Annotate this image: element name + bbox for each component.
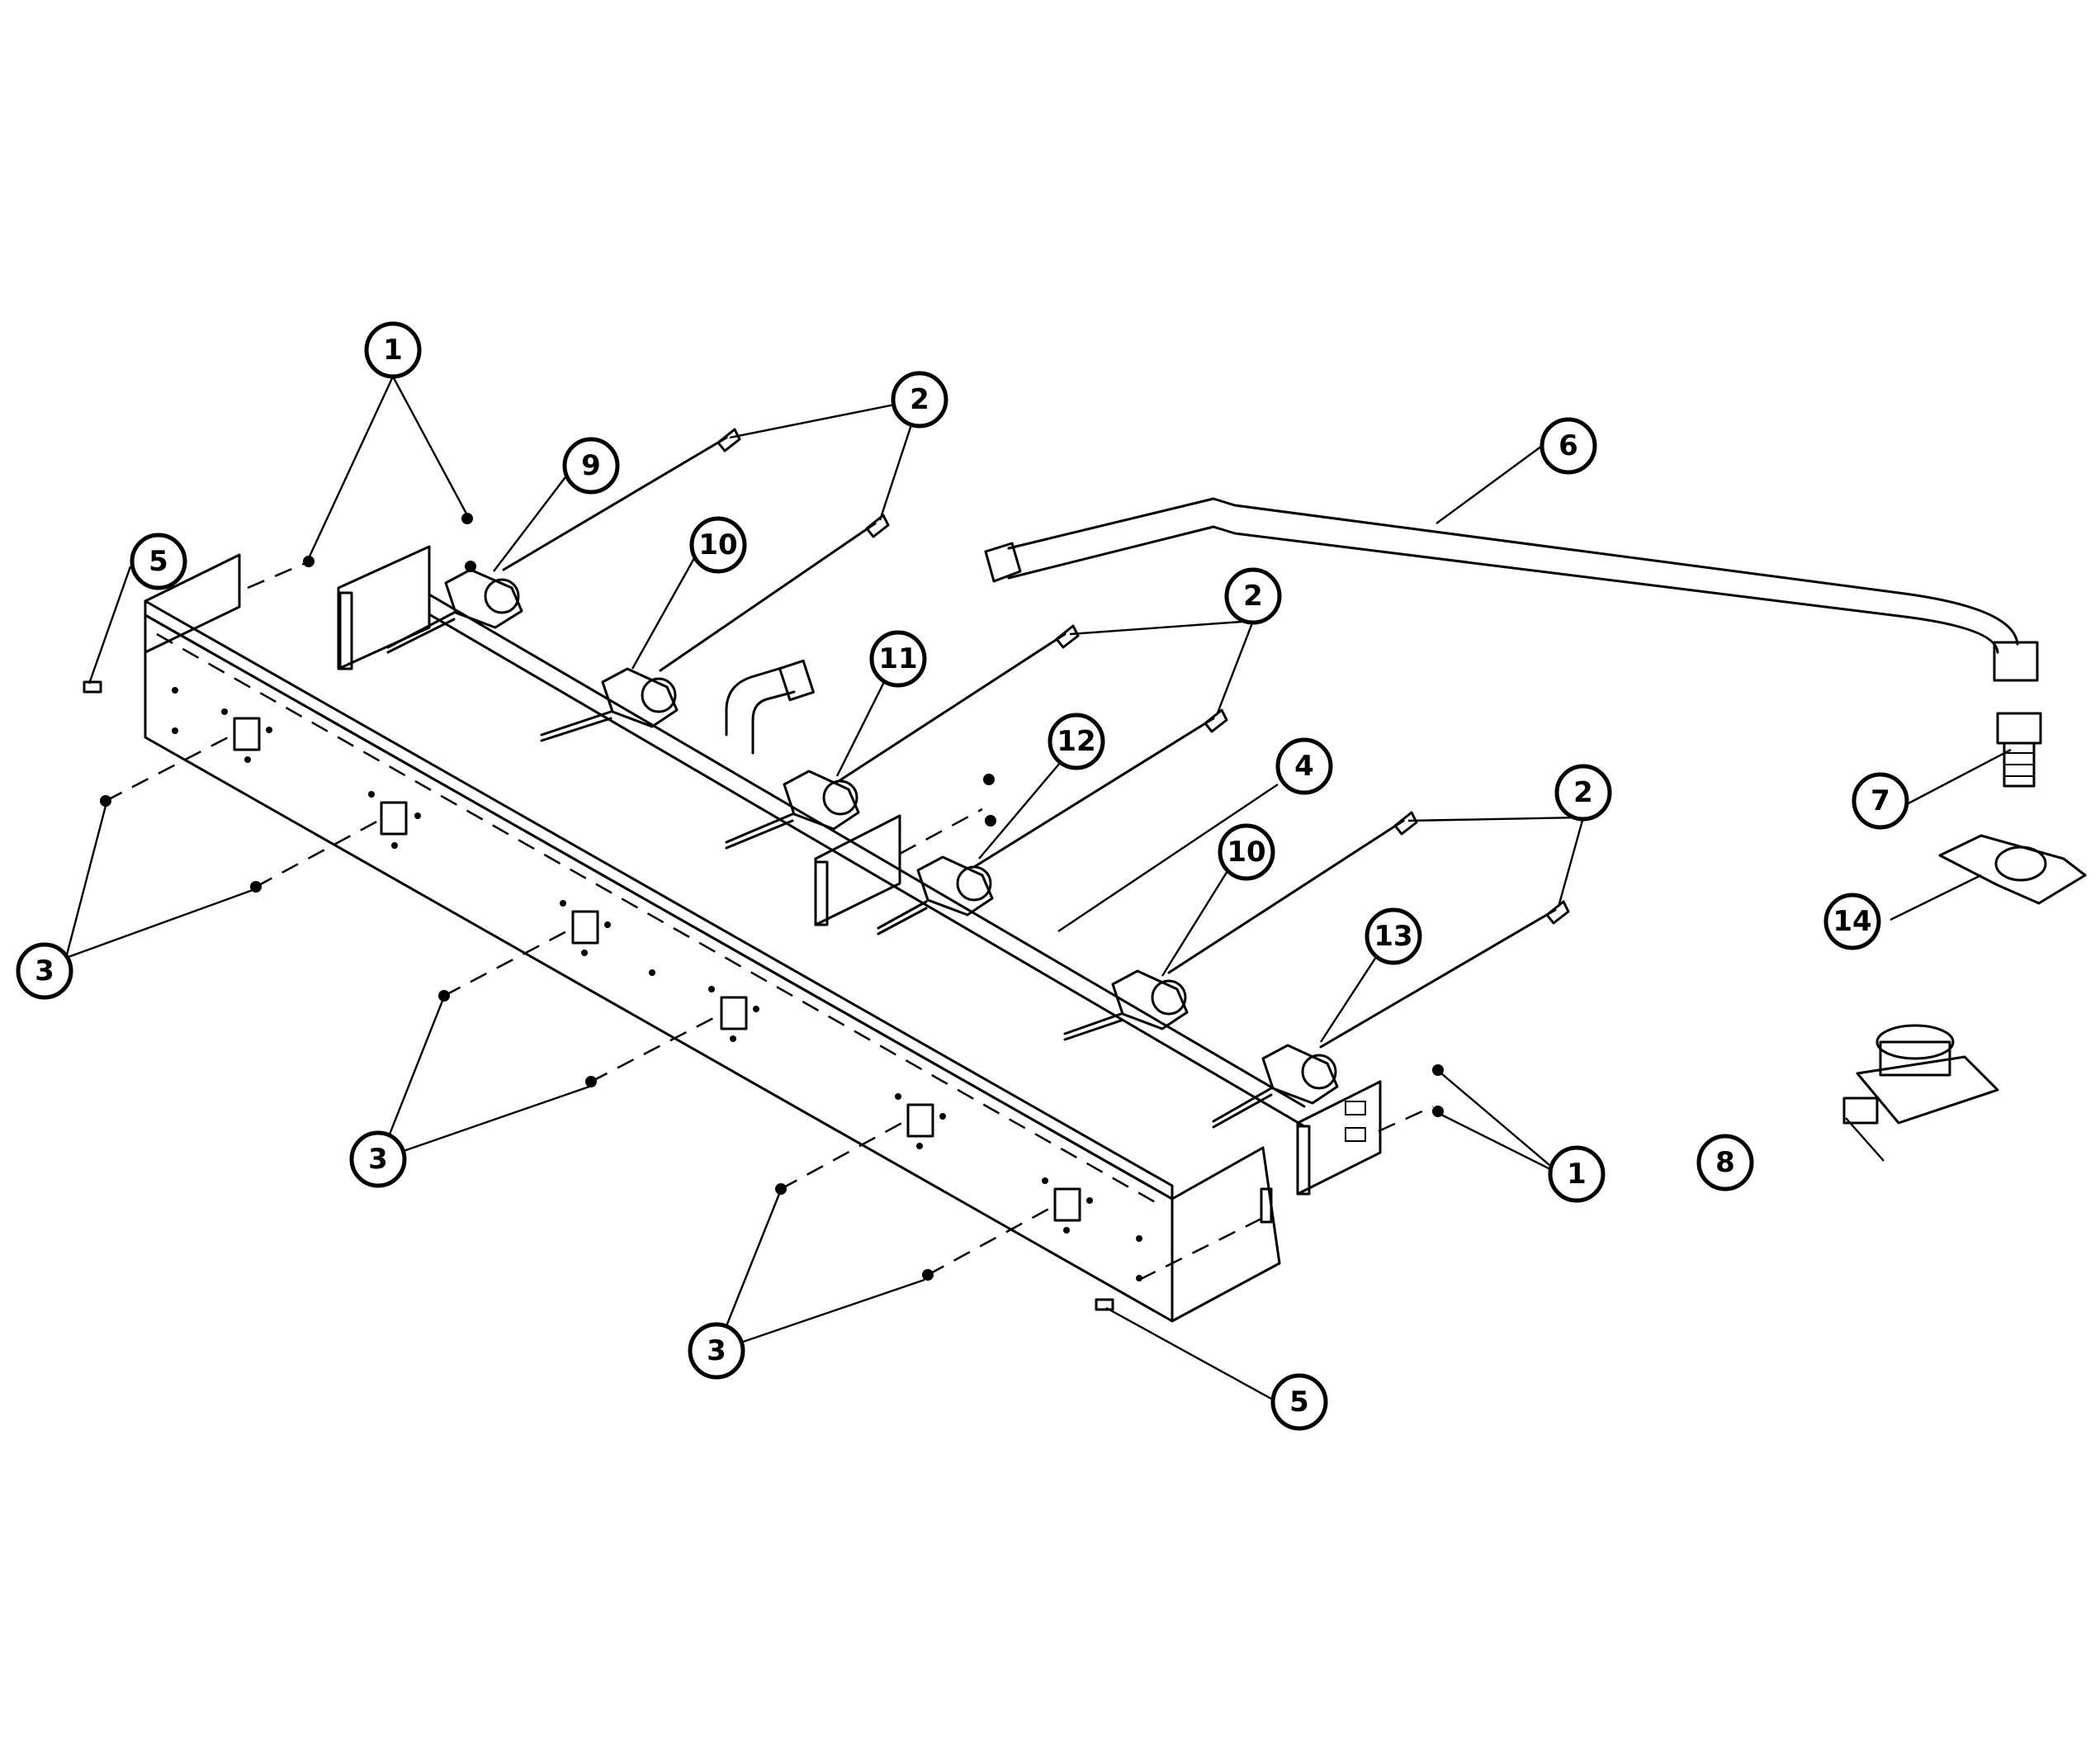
callout-3-left: 3 [16, 942, 73, 1000]
svg-text:10: 10 [698, 528, 737, 561]
callout-5-left: 5 [130, 533, 187, 590]
callout-3-middle: 3 [349, 1130, 407, 1188]
callout-10-upper: 10 [689, 516, 747, 574]
flex-hose [984, 497, 2039, 682]
callout-13: 13 [1365, 907, 1422, 965]
callout-7: 7 [1852, 772, 1909, 830]
callout-2-middle: 2 [1224, 567, 1282, 625]
valve-13 [1212, 1044, 1339, 1129]
svg-text:5: 5 [149, 545, 168, 578]
svg-text:3: 3 [368, 1143, 388, 1176]
pressure-regulator [1842, 1024, 1999, 1125]
elbow-fitting [725, 659, 815, 755]
leader-lines [64, 376, 2012, 1400]
svg-text:4: 4 [1294, 750, 1314, 783]
front-panel [144, 553, 1281, 1323]
locator-lines [105, 561, 1434, 1281]
valve-10-lower [1063, 969, 1189, 1041]
callout-6: 6 [1540, 417, 1597, 475]
svg-text:11: 11 [878, 642, 917, 675]
svg-text:9: 9 [581, 449, 601, 482]
callout-8: 8 [1696, 1134, 1754, 1191]
manifold-brackets [337, 545, 1382, 1196]
igniter-wires [502, 428, 1570, 1049]
svg-text:3: 3 [707, 1334, 726, 1367]
callout-2-bottom: 2 [1554, 764, 1612, 822]
svg-text:1: 1 [383, 334, 403, 367]
regulator-bracket [1938, 834, 2087, 905]
callout-1-top: 1 [364, 321, 422, 379]
svg-text:2: 2 [1243, 580, 1263, 613]
callout-3-right: 3 [688, 1322, 745, 1380]
svg-text:6: 6 [1558, 429, 1578, 462]
fasteners [83, 513, 1444, 1311]
manifold-pipe [428, 593, 1306, 1128]
valve-11 [725, 770, 860, 850]
callout-1-bottom: 1 [1548, 1145, 1606, 1203]
svg-text:2: 2 [910, 383, 929, 416]
svg-text:14: 14 [1833, 905, 1871, 938]
svg-text:13: 13 [1374, 920, 1412, 953]
callout-4: 4 [1275, 737, 1333, 795]
svg-text:7: 7 [1871, 784, 1890, 817]
svg-text:1: 1 [1567, 1158, 1587, 1191]
svg-text:5: 5 [1289, 1385, 1309, 1419]
valve-9 [386, 568, 523, 654]
callout-5-right: 5 [1270, 1373, 1328, 1431]
callout-11: 11 [869, 630, 927, 688]
svg-text:12: 12 [1057, 725, 1095, 758]
valve-10-upper [540, 667, 679, 742]
svg-text:10: 10 [1227, 836, 1265, 869]
svg-text:8: 8 [1715, 1146, 1735, 1179]
svg-text:3: 3 [35, 954, 54, 988]
callout-10-lower: 10 [1218, 823, 1275, 881]
callout-14: 14 [1823, 893, 1881, 950]
callout-2-top: 2 [891, 371, 948, 429]
callout-9: 9 [562, 437, 620, 495]
svg-text:2: 2 [1573, 776, 1593, 809]
callout-12: 12 [1048, 713, 1105, 770]
hose-fitting [1996, 712, 2042, 788]
